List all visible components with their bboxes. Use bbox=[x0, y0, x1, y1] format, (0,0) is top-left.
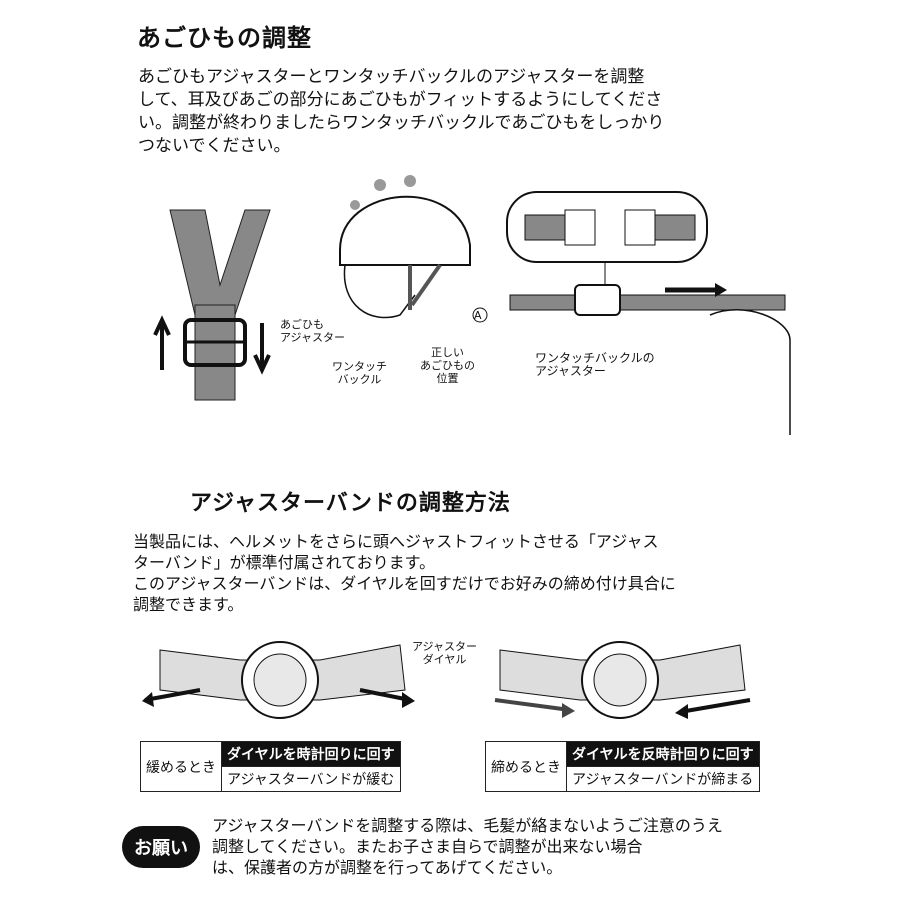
buckle-illustration bbox=[506, 191, 791, 435]
marker-a: A bbox=[474, 309, 482, 322]
label-chin-adjuster: あごひも アジャスター bbox=[280, 318, 346, 344]
helmet-illustration bbox=[339, 175, 488, 323]
notice-badge: お願い bbox=[122, 826, 200, 868]
label-correct-position: 正しい あごひもの 位置 bbox=[420, 346, 475, 385]
section-title-chin-strap: あごひもの調整 bbox=[137, 24, 312, 52]
tighten-when: 締めるとき bbox=[485, 741, 567, 792]
section-title-adjuster-band: アジャスターバンドの調整方法 bbox=[190, 491, 511, 516]
adjuster-band-instructions: 当製品には、ヘルメットをさらに頭へジャストフィットさせる「アジャス ターバンド」… bbox=[133, 532, 676, 614]
loosen-result: アジャスターバンドが緩む bbox=[221, 766, 401, 792]
chin-strap-instructions: あごひもアジャスターとワンタッチバックルのアジャスターを調整 して、耳及びあごの… bbox=[138, 67, 665, 156]
loosen-action: ダイヤルを時計回りに回す bbox=[221, 741, 401, 767]
label-buckle-adjuster: ワンタッチバックルの アジャスター bbox=[535, 351, 655, 378]
notice-text: アジャスターバンドを調整する際は、毛髪が絡まないようご注意のうえ 調整してくださ… bbox=[212, 816, 723, 877]
loosen-when: 緩めるとき bbox=[140, 741, 222, 792]
chin-strap-adjuster-illustration bbox=[153, 209, 271, 401]
tighten-result: アジャスターバンドが締まる bbox=[566, 766, 760, 792]
adjuster-band-illustrations bbox=[142, 641, 751, 719]
loosen-band-illustration bbox=[142, 641, 415, 719]
label-adjuster-dial: アジャスター ダイヤル bbox=[412, 640, 478, 666]
tighten-action: ダイヤルを反時計回りに回す bbox=[566, 741, 760, 767]
tighten-table: 締めるとき ダイヤルを反時計回りに回す アジャスターバンドが締まる bbox=[485, 741, 760, 792]
loosen-table: 緩めるとき ダイヤルを時計回りに回す アジャスターバンドが緩む bbox=[140, 741, 401, 792]
tighten-band-illustration bbox=[494, 641, 751, 719]
label-one-touch-buckle: ワンタッチ バックル bbox=[332, 360, 387, 386]
